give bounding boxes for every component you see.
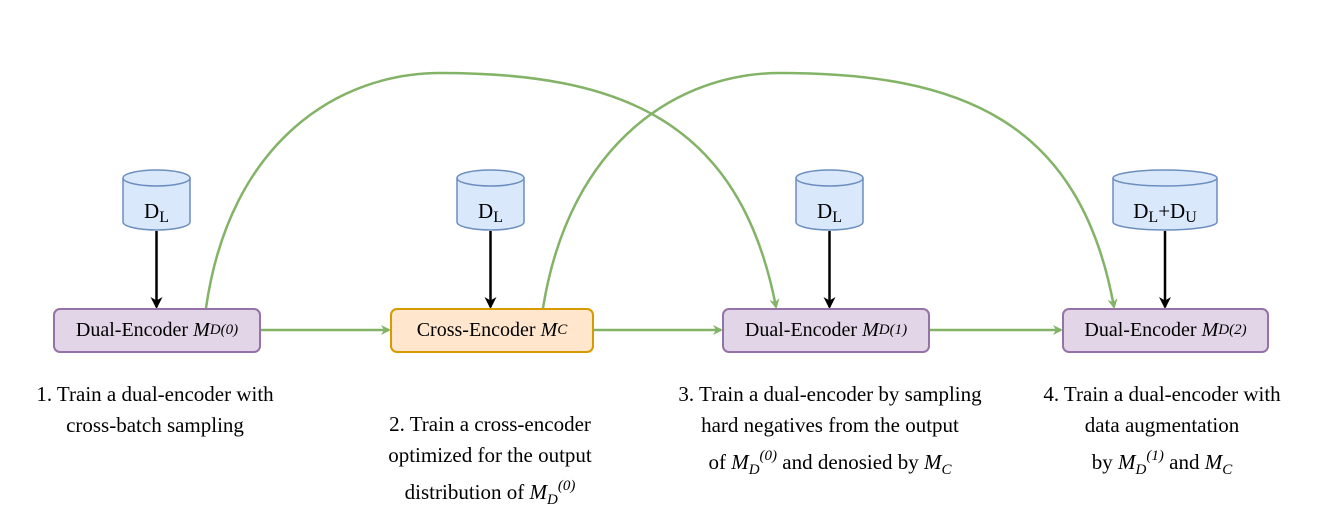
- database-2: [456, 169, 525, 231]
- node-label: Cross-Encoder: [416, 319, 536, 341]
- caption-line: data augmentation: [1084, 413, 1240, 437]
- model-sub: D: [1135, 462, 1147, 478]
- model-sup: (0): [557, 478, 576, 494]
- database-1: [122, 169, 191, 231]
- node-label: Dual-Encoder: [75, 319, 189, 341]
- database-3: [795, 169, 864, 231]
- model-sub: C: [1222, 462, 1233, 478]
- caption-text: of: [708, 450, 732, 474]
- model-symbol: M: [1204, 450, 1223, 474]
- database-label-3: DL: [796, 199, 863, 227]
- model-sup: (0): [759, 448, 778, 464]
- database-label-1: DL: [123, 199, 190, 227]
- model-sup: (0): [220, 322, 239, 338]
- model-sub: C: [557, 322, 568, 338]
- caption-line: 2. Train a cross-encoder: [389, 412, 591, 436]
- caption-step-4: 4. Train a dual-encoder with data augmen…: [1012, 379, 1312, 486]
- model-sub: D: [209, 322, 221, 338]
- db-base: D: [144, 199, 160, 223]
- db-base: D: [817, 199, 833, 223]
- caption-text: and denosied by: [777, 450, 925, 474]
- caption-step-2: 2. Train a cross-encoder optimized for t…: [340, 409, 640, 516]
- caption-line: 4. Train a dual-encoder with: [1043, 382, 1281, 406]
- model-sub: D: [547, 492, 558, 508]
- db-sub: L: [1148, 209, 1159, 226]
- db-sub: U: [1185, 209, 1197, 226]
- caption-line: hard negatives from the output: [701, 413, 959, 437]
- model-sub: D: [748, 462, 760, 478]
- model-symbol: M: [529, 480, 548, 504]
- model-sup: (1): [1146, 448, 1164, 464]
- model-symbol: M: [862, 319, 879, 341]
- db-sub: L: [159, 209, 169, 226]
- arc-arrow-2-4: [541, 71, 1118, 309]
- database-label-4: DL+DU: [1113, 199, 1217, 227]
- caption-line: optimized for the output: [388, 443, 592, 467]
- database-label-2: DL: [457, 199, 524, 227]
- db-base: D: [1170, 199, 1186, 223]
- model-symbol: M: [1118, 450, 1136, 474]
- caption-line: cross-batch sampling: [66, 413, 244, 437]
- db-sub: L: [832, 209, 842, 226]
- model-symbol: M: [731, 450, 749, 474]
- model-sub: C: [941, 462, 952, 478]
- model-symbol: M: [193, 319, 210, 341]
- model-sub: D: [878, 322, 890, 338]
- db-plus: +: [1158, 199, 1171, 223]
- caption-step-1: 1. Train a dual-encoder with cross-batch…: [5, 379, 305, 441]
- database-4: [1112, 169, 1218, 231]
- caption-line: distribution of MD(0): [340, 471, 640, 516]
- model-symbol: M: [924, 450, 942, 474]
- model-sub: D: [1218, 322, 1230, 338]
- caption-text: by: [1091, 450, 1119, 474]
- node-label: Dual-Encoder: [1084, 319, 1197, 341]
- arc-arrow-1-3: [204, 71, 780, 309]
- model-symbol: M: [1201, 319, 1219, 341]
- model-symbol: M: [540, 319, 558, 341]
- node-label: Dual-Encoder: [744, 319, 858, 341]
- caption-step-3: 3. Train a dual-encoder by sampling hard…: [640, 379, 1020, 486]
- model-sup: (1): [889, 322, 908, 338]
- caption-line: 1. Train a dual-encoder with: [36, 382, 274, 406]
- caption-text: distribution of: [404, 480, 530, 504]
- db-base: D: [1133, 199, 1149, 223]
- model-sup: (2): [1229, 322, 1247, 338]
- caption-line: by MD(1) and MC: [1012, 441, 1312, 486]
- db-sub: L: [493, 209, 503, 226]
- db-base: D: [478, 199, 494, 223]
- caption-line: 3. Train a dual-encoder by sampling: [678, 382, 982, 406]
- caption-line: of MD(0) and denosied by MC: [640, 441, 1020, 486]
- caption-text: and: [1163, 450, 1205, 474]
